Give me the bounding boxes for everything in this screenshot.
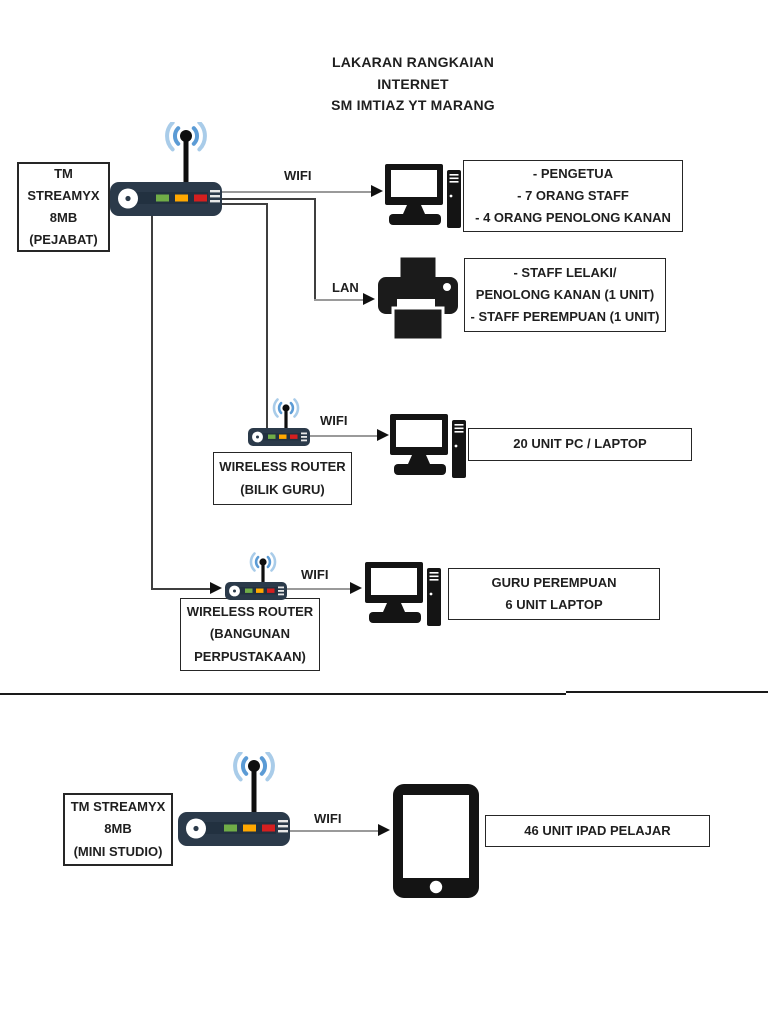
diagram-title: LAKARAN RANGKAIAN INTERNET SM IMTIAZ YT … <box>331 54 495 114</box>
bilik-guru-devices-box: 20 UNIT PC / LAPTOP <box>468 428 692 461</box>
section-divider-right <box>566 691 768 693</box>
wifi-line-perpustakaan <box>287 588 350 590</box>
antenna-icon <box>248 760 260 816</box>
router-perpustakaan-label-box: WIRELESS ROUTER (BANGUNAN PERPUSTAKAAN) <box>180 598 320 671</box>
studio-devices-box: 46 UNIT IPAD PELAJAR <box>485 815 710 847</box>
lan-drop-line <box>314 198 316 301</box>
arrowhead-office-pc <box>371 185 383 197</box>
lan-label: LAN <box>332 280 359 295</box>
arrowhead-printer <box>363 293 375 305</box>
desktop-pc-icon-bilik-guru <box>388 412 468 482</box>
wifi-waves-icon <box>165 122 207 152</box>
lan-stub-line <box>218 198 316 200</box>
antenna-icon <box>259 558 267 586</box>
section-divider-left <box>0 693 566 695</box>
wifi-label-bilik-guru: WIFI <box>320 413 348 428</box>
wireless-router-icon-perpustakaan <box>224 552 294 602</box>
office-users-box: - PENGETUA - 7 ORANG STAFF - 4 ORANG PEN… <box>463 160 683 232</box>
antenna-icon <box>282 404 290 432</box>
perpustakaan-devices-box: GURU PEREMPUAN 6 UNIT LAPTOP <box>448 568 660 620</box>
arrowhead-bilik-guru-pc <box>377 429 389 441</box>
wireless-router-icon-bilik-guru <box>247 398 317 448</box>
antenna-icon <box>180 130 192 186</box>
printer-users-box: - STAFF LELAKI/ PENOLONG KANAN (1 UNIT) … <box>464 258 666 332</box>
wifi-waves-icon <box>272 398 300 418</box>
wifi-waves-icon <box>249 552 277 572</box>
perpustakaan-drop-line <box>151 212 153 590</box>
arrowhead-perpustakaan-pc <box>350 582 362 594</box>
wifi-line-office <box>218 191 371 193</box>
wifi-label-studio: WIFI <box>314 811 342 826</box>
wifi-label-office: WIFI <box>284 168 312 183</box>
wifi-waves-icon <box>233 752 275 782</box>
modem-router-icon-office <box>108 122 228 218</box>
printer-icon <box>372 252 464 344</box>
bilik-guru-drop-line <box>266 203 268 430</box>
lan-line <box>314 299 365 301</box>
bilik-guru-stub-line <box>218 203 268 205</box>
wifi-router-graphic <box>248 398 310 446</box>
office-source-box: TM STREAMYX 8MB (PEJABAT) <box>17 162 110 252</box>
studio-source-box: TM STREAMYX 8MB (MINI STUDIO) <box>63 793 173 866</box>
wifi-router-graphic <box>110 122 222 216</box>
router-bilik-guru-label-box: WIRELESS ROUTER (BILIK GURU) <box>213 452 352 505</box>
wifi-line-bilik-guru <box>300 435 377 437</box>
desktop-pc-icon-office <box>383 162 463 232</box>
wifi-router-graphic <box>225 552 287 600</box>
modem-router-icon-studio <box>176 752 296 848</box>
wifi-line-studio <box>290 830 378 832</box>
wifi-router-graphic <box>178 752 290 846</box>
perpustakaan-feed-line <box>151 588 212 590</box>
tablet-icon <box>391 782 481 900</box>
arrowhead-studio-tablet <box>378 824 390 836</box>
wifi-label-perpustakaan: WIFI <box>301 567 329 582</box>
desktop-pc-icon-perpustakaan <box>363 560 443 630</box>
arrowhead-perpustakaan-router <box>210 582 222 594</box>
